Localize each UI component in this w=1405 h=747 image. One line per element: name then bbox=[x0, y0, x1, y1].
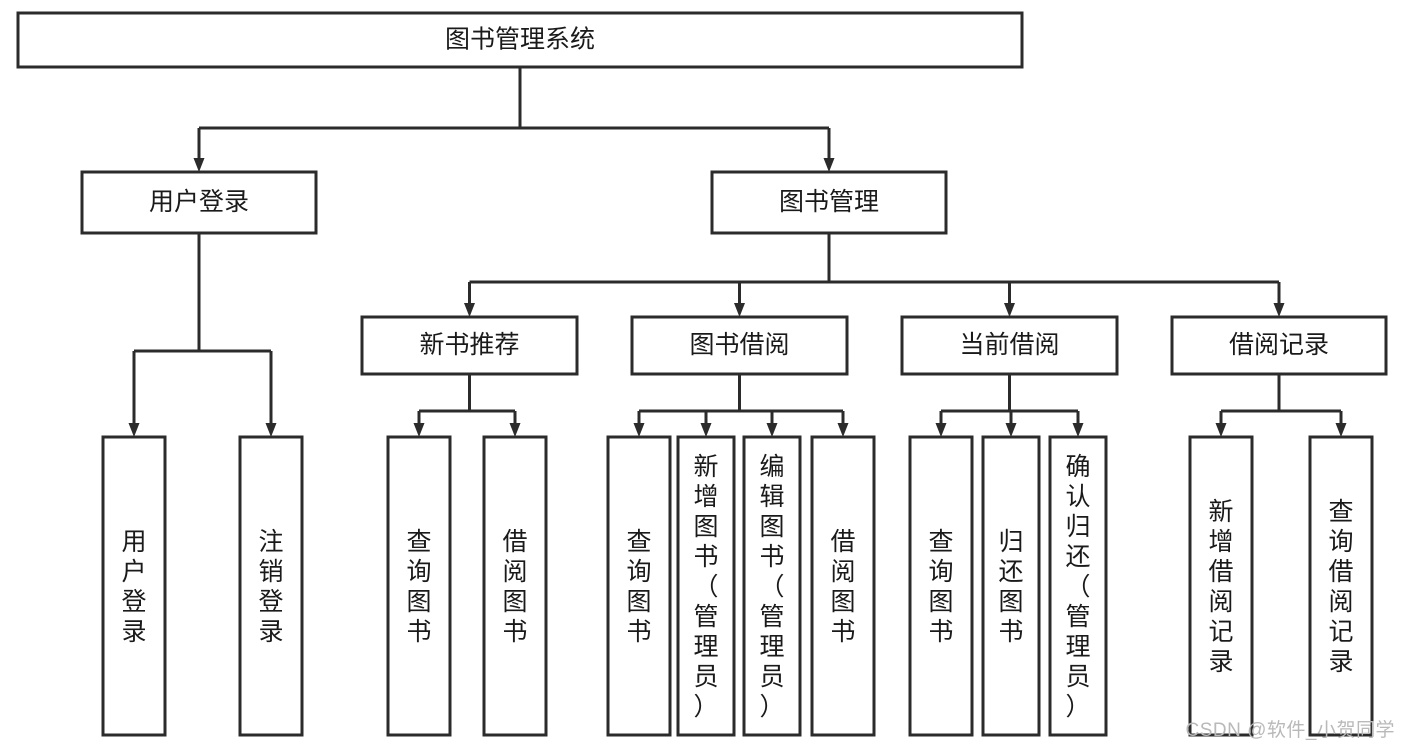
connector-arrowhead bbox=[766, 423, 778, 437]
node-box[interactable] bbox=[981, 435, 1041, 737]
edge-layer bbox=[128, 67, 1347, 437]
node-leaf_10[interactable]: 归还图书 bbox=[981, 435, 1041, 737]
node-label: 新书推荐 bbox=[419, 331, 519, 359]
node-leaf_8[interactable]: 借阅图书 bbox=[810, 435, 876, 737]
node-leaf_1[interactable]: 用户登录 bbox=[101, 435, 167, 737]
node-l3_d[interactable]: 借阅记录 bbox=[1170, 315, 1388, 376]
node-box[interactable] bbox=[360, 315, 579, 376]
connector-arrowhead bbox=[633, 423, 645, 437]
node-label: 查询图书 bbox=[626, 528, 651, 646]
connector-arrowhead bbox=[734, 303, 745, 317]
node-leaf_9[interactable]: 查询图书 bbox=[908, 435, 974, 737]
node-label: 当前借阅 bbox=[959, 331, 1059, 359]
node-label: 用户登录 bbox=[149, 188, 249, 216]
node-box[interactable] bbox=[482, 435, 548, 737]
node-label: 借阅记录 bbox=[1229, 331, 1329, 359]
connector-arrowhead bbox=[509, 423, 521, 437]
node-leaf_3[interactable]: 查询图书 bbox=[386, 435, 452, 737]
node-l3_c[interactable]: 当前借阅 bbox=[900, 315, 1119, 376]
node-leaf_2[interactable]: 注销登录 bbox=[238, 435, 304, 737]
node-box[interactable] bbox=[386, 435, 452, 737]
node-label: 新增借阅记录 bbox=[1208, 498, 1233, 676]
node-label: 查询借阅记录 bbox=[1328, 498, 1353, 676]
node-label: 注销登录 bbox=[258, 528, 283, 646]
node-box[interactable] bbox=[1188, 435, 1254, 737]
node-label: 新增图书（管理员） bbox=[693, 453, 718, 721]
node-leaf_7[interactable]: 编辑图书（管理员） bbox=[742, 435, 802, 737]
node-l3_b[interactable]: 图书借阅 bbox=[630, 315, 849, 376]
node-label: 借阅图书 bbox=[502, 528, 527, 646]
connector-arrowhead bbox=[1005, 423, 1017, 437]
node-label: 查询图书 bbox=[928, 528, 953, 646]
node-box[interactable] bbox=[238, 435, 304, 737]
node-box[interactable] bbox=[1170, 315, 1388, 376]
node-label: 用户登录 bbox=[121, 528, 146, 646]
node-label: 图书借阅 bbox=[689, 331, 789, 359]
node-box[interactable] bbox=[710, 170, 948, 235]
node-label: 编辑图书（管理员） bbox=[759, 453, 784, 721]
connector-arrowhead bbox=[935, 423, 947, 437]
node-label: 查询图书 bbox=[406, 528, 431, 646]
connector-arrowhead bbox=[1273, 303, 1285, 317]
node-box[interactable] bbox=[1048, 435, 1108, 737]
node-leaf_11[interactable]: 确认归还（管理员） bbox=[1048, 435, 1108, 737]
connector-arrowhead bbox=[823, 158, 835, 172]
node-root[interactable]: 图书管理系统 bbox=[16, 11, 1024, 69]
node-box[interactable] bbox=[742, 435, 802, 737]
node-leaf_4[interactable]: 借阅图书 bbox=[482, 435, 548, 737]
connector-arrowhead bbox=[700, 423, 712, 437]
connector-arrowhead bbox=[413, 423, 425, 437]
connector-arrowhead bbox=[193, 158, 205, 172]
node-label: 图书管理系统 bbox=[445, 26, 595, 54]
node-leaf_12[interactable]: 新增借阅记录 bbox=[1188, 435, 1254, 737]
node-label: 确认归还（管理员） bbox=[1065, 453, 1090, 721]
node-label: 归还图书 bbox=[998, 528, 1023, 646]
connector-arrowhead bbox=[837, 423, 849, 437]
node-box[interactable] bbox=[16, 11, 1024, 69]
connector-arrowhead bbox=[128, 423, 140, 437]
node-leaf_13[interactable]: 查询借阅记录 bbox=[1308, 435, 1374, 737]
node-box[interactable] bbox=[606, 435, 672, 737]
node-label: 图书管理 bbox=[779, 188, 879, 216]
connector-arrowhead bbox=[1335, 423, 1347, 437]
node-box[interactable] bbox=[630, 315, 849, 376]
connector-arrowhead bbox=[265, 423, 277, 437]
node-l2_b[interactable]: 图书管理 bbox=[710, 170, 948, 235]
node-label: 借阅图书 bbox=[830, 528, 855, 646]
node-l2_a[interactable]: 用户登录 bbox=[80, 170, 318, 235]
connector-arrowhead bbox=[1072, 423, 1084, 437]
node-leaf_6[interactable]: 新增图书（管理员） bbox=[676, 435, 736, 737]
node-box[interactable] bbox=[1308, 435, 1374, 737]
node-l3_a[interactable]: 新书推荐 bbox=[360, 315, 579, 376]
node-box[interactable] bbox=[676, 435, 736, 737]
node-box[interactable] bbox=[810, 435, 876, 737]
node-box[interactable] bbox=[101, 435, 167, 737]
node-box[interactable] bbox=[900, 315, 1119, 376]
node-box[interactable] bbox=[80, 170, 318, 235]
connector-arrowhead bbox=[464, 303, 475, 317]
node-leaf_5[interactable]: 查询图书 bbox=[606, 435, 672, 737]
connector-arrowhead bbox=[1004, 303, 1015, 317]
connector-arrowhead bbox=[1215, 423, 1227, 437]
node-box[interactable] bbox=[908, 435, 974, 737]
node-layer: 图书管理系统用户登录图书管理新书推荐图书借阅当前借阅借阅记录用户登录注销登录查询… bbox=[16, 11, 1388, 737]
